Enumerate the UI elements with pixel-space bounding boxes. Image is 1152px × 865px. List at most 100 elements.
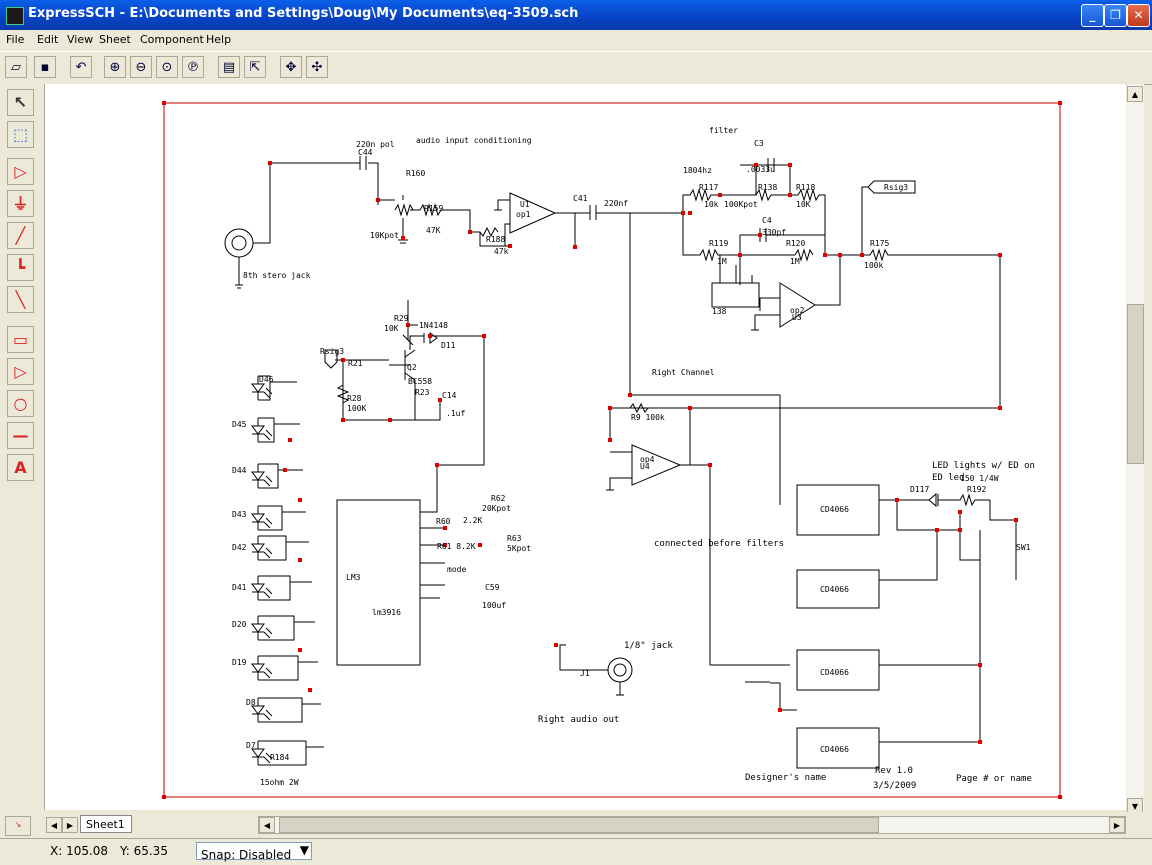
wire-junction — [788, 193, 792, 197]
window-title: ExpressSCH - E:\Documents and Settings\D… — [28, 6, 579, 21]
wire-junction — [681, 211, 685, 215]
zoom-previous-icon[interactable]: ℗ — [182, 56, 204, 78]
scroll-up-arrow[interactable]: ▲ — [1127, 86, 1143, 102]
schematic-label-cap-220n-pol: 220n pol — [356, 140, 395, 149]
schematic-label-d8: D8 — [246, 698, 256, 707]
wire-junction — [998, 406, 1002, 410]
horizontal-scrollbar[interactable]: ◀ ▶ — [258, 816, 1126, 834]
properties-icon[interactable]: ▤ — [218, 56, 240, 78]
schematic-label-right-channel: Right Channel — [652, 368, 715, 377]
menu-sheet[interactable]: Sheet — [99, 33, 131, 46]
pin-icon[interactable]: —● — [7, 422, 34, 471]
schematic-label-c44: C44 — [358, 148, 373, 157]
wire-junction — [1014, 518, 1018, 522]
minimize-button[interactable]: _ — [1081, 4, 1104, 27]
schematic-label-r118: R118 — [796, 183, 815, 192]
schematic-label-r138v: 100Kpot — [724, 200, 758, 209]
wire-corner-icon[interactable]: ↘ — [5, 816, 31, 836]
schematic-label-c41v: 220nf — [604, 199, 628, 208]
schematic-label-pot10k: 10Kpot — [370, 231, 399, 240]
schematic-label-r23: R23 — [415, 388, 430, 397]
buffer-icon[interactable]: ▷ — [7, 358, 34, 385]
schematic-label-r28: R28 — [347, 394, 362, 403]
menu-component[interactable]: Component — [140, 33, 204, 46]
text-icon[interactable]: A — [7, 454, 34, 481]
zoom-in-icon[interactable]: ⊕ — [104, 56, 126, 78]
wire-junction — [788, 163, 792, 167]
wire-icon[interactable]: ╱ — [7, 222, 34, 249]
schematic-label-r192v: 150 1/4W — [960, 474, 999, 483]
sheet-tab-bar: ↘ ◀ ▶ Sheet1 ◀ ▶ — [0, 812, 1152, 838]
wire-junction — [438, 398, 442, 402]
led-diode-5 — [251, 535, 309, 561]
save-icon[interactable]: ▪ — [34, 56, 56, 78]
schematic-label-r119: R119 — [709, 239, 728, 248]
schematic-label-r138: R138 — [758, 183, 777, 192]
zoom-area-icon[interactable]: ⬚ — [7, 121, 34, 148]
tab-next-arrow[interactable]: ▶ — [62, 817, 78, 833]
led-diode-10 — [251, 740, 324, 766]
menu-help[interactable]: Help — [206, 33, 232, 46]
menu-file[interactable]: File — [6, 33, 25, 46]
schematic-label-d20: D20 — [232, 620, 247, 629]
schematic-label-sw1: SW1 — [1016, 543, 1031, 552]
schematic-label-bc558: BC558 — [408, 377, 432, 386]
scroll-down-arrow[interactable]: ▼ — [1127, 798, 1143, 814]
select-icon[interactable]: ↖ — [7, 89, 34, 116]
schematic-label-r63v: 5Kpot — [507, 544, 531, 553]
open-icon[interactable]: ▱ — [5, 56, 27, 78]
line-icon[interactable]: ╲ — [7, 286, 34, 313]
wire-junction — [298, 558, 302, 562]
schematic-label-r117: R117 — [699, 183, 718, 192]
schematic-label-c14v: .1uf — [446, 409, 465, 418]
tab-sheet1[interactable]: Sheet1 — [80, 815, 132, 833]
schematic-label-d44: D44 — [232, 466, 247, 475]
horizontal-scroll-thumb[interactable] — [279, 817, 879, 833]
export-icon[interactable]: ⇱ — [244, 56, 266, 78]
wire-junction — [554, 643, 558, 647]
schematic-label-op1: op1 — [516, 210, 531, 219]
close-button[interactable]: ✕ — [1127, 4, 1150, 27]
schematic-label-rsig3b: Rsig3 — [320, 347, 344, 356]
schematic-label-cd4: CD4066 — [820, 745, 849, 754]
wire-junction — [608, 406, 612, 410]
undo-icon[interactable]: ↶ — [70, 56, 92, 78]
schematic-label-r175v: 100k — [864, 261, 883, 270]
zoom-fit-icon[interactable]: ⊙ — [156, 56, 178, 78]
component-icon[interactable]: ▷ — [7, 158, 34, 185]
schematic-label-r29v: 10K — [384, 324, 399, 333]
wire-junction — [958, 528, 962, 532]
vertical-scroll-thumb[interactable] — [1127, 304, 1144, 464]
schematic-label-r120v: 1M — [790, 257, 800, 266]
part-icon[interactable]: ▭ — [7, 326, 34, 353]
schematic-label-lm3916: lm3916 — [372, 608, 401, 617]
center-icon[interactable]: ✣ — [306, 56, 328, 78]
schematic-label-d11: D11 — [441, 341, 456, 350]
zoom-out-icon[interactable]: ⊖ — [130, 56, 152, 78]
wire-junction — [468, 230, 472, 234]
schematic-label-d117: D117 — [910, 485, 929, 494]
menu-edit[interactable]: Edit — [37, 33, 59, 46]
snap-select[interactable]: Snap: Disabled▼ — [196, 842, 312, 862]
tab-prev-arrow[interactable]: ◀ — [46, 817, 62, 833]
maximize-button[interactable]: ❐ — [1104, 4, 1127, 27]
schematic-label-r159v: 47K — [426, 226, 441, 235]
led-diode-8 — [251, 655, 318, 681]
pan-icon[interactable]: ✥ — [280, 56, 302, 78]
schematic-label-r61: R61 8.2K — [437, 542, 476, 551]
schematic-label-u1: U1 — [520, 200, 530, 209]
scroll-left-arrow[interactable]: ◀ — [259, 817, 275, 833]
bus-icon[interactable]: ┗ — [7, 254, 34, 281]
wire-junction — [778, 708, 782, 712]
vertical-scrollbar[interactable]: ▲ ▼ — [1127, 84, 1144, 816]
schematic-label-r60: R60 — [436, 517, 451, 526]
circle-icon[interactable]: ○ — [7, 390, 34, 417]
scroll-right-arrow[interactable]: ▶ — [1109, 817, 1125, 833]
wire-junction — [998, 253, 1002, 257]
menu-view[interactable]: View — [67, 33, 94, 46]
wire-junction — [823, 253, 827, 257]
wire-junction — [708, 463, 712, 467]
ground-icon[interactable]: ⏚ — [7, 190, 34, 217]
led-diode-3 — [251, 463, 303, 489]
